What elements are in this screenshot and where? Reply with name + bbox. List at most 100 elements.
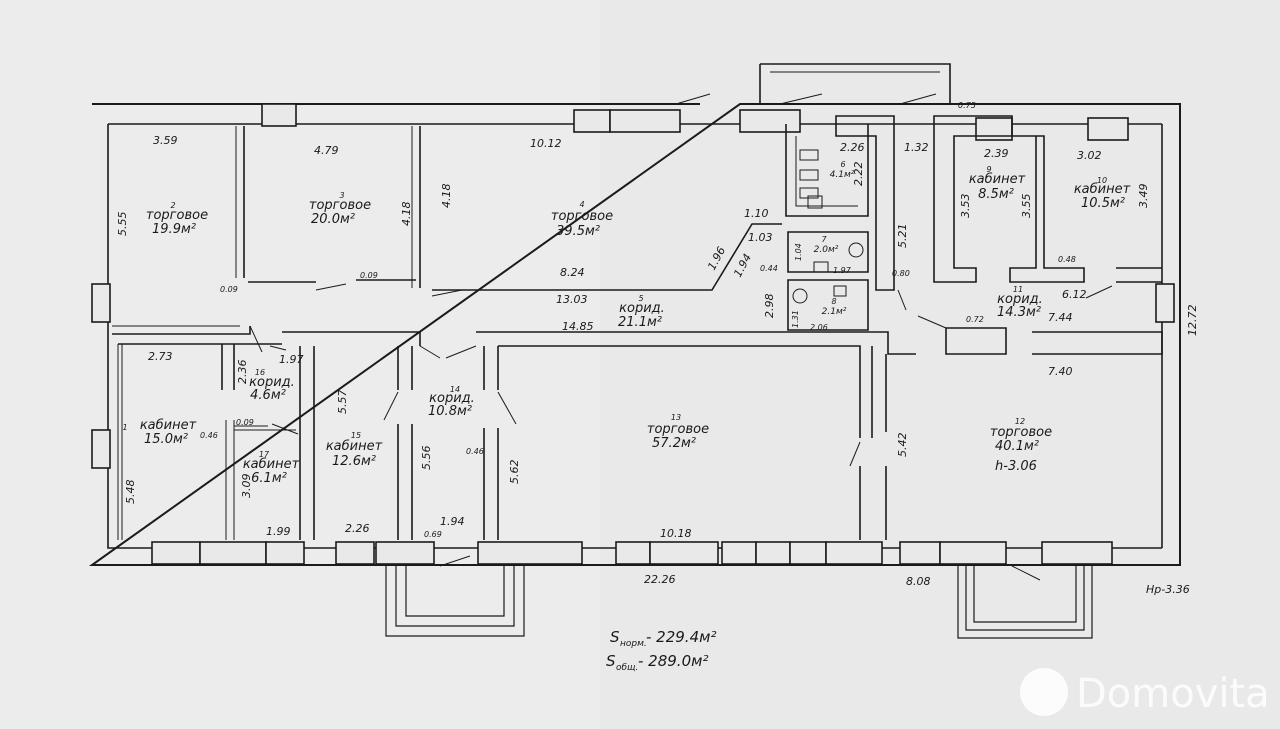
room-17: 17 кабинет 6.1м² [243,450,300,486]
room-number: 14 [450,385,460,394]
dimension: 5.48 [124,480,137,505]
room-16: 16 корид. 4.6м² [249,368,295,403]
dimension: 0.80 [892,269,910,278]
room-number: 1 [122,423,127,432]
room-area: 39.5м² [556,224,600,239]
dimension: 4.18 [440,184,453,209]
dimension-labels: 3.59 4.79 10.12 2.26 1.32 0.75 2.39 3.02… [116,101,1199,588]
dimension: 22.26 [644,573,676,586]
dimension: 0.69 [424,530,442,539]
dimension: 10.12 [530,137,562,150]
dimension: 2.36 [236,360,249,385]
dimension: 2.26 [345,522,370,535]
room-6: 6 4.1м² [830,160,855,180]
dimension: 3.09 [240,474,253,499]
room-8: 8 2.1м² [822,297,847,317]
dimension: 13.03 [556,293,588,306]
room-name: торговое [146,208,208,223]
living-area-symbol: S [610,628,620,646]
room-number: 3 [339,191,344,200]
room-area: 12.6м² [332,454,376,469]
dimension: 0.09 [360,271,378,280]
dimension: 3.49 [1137,184,1150,209]
room-number: 7 [821,235,827,244]
room-name: корид. [429,391,475,406]
living-area-subscript: норм. [620,639,647,649]
dimension: 0.48 [1058,255,1076,264]
dimension: 8.08 [906,575,931,588]
room-number: 17 [259,450,270,459]
dimension: 5.42 [896,433,909,458]
dimension: 5.62 [508,460,521,485]
dimension: 5.56 [420,446,433,471]
ceiling-height: h-3.06 [995,459,1037,474]
dimension: 0.46 [466,447,484,456]
room-12: 12 торговое 40.1м² h-3.06 [990,417,1052,474]
watermark: Domovita [1020,668,1270,717]
room-name: торговое [309,198,371,213]
dimension: 1.10 [744,207,769,220]
floor-height-note: Нр-3.36 [1146,583,1190,596]
dimension: 5.57 [336,390,349,415]
room-number: 9 [986,165,991,174]
room-area: 2.0м² [814,245,839,255]
room-area: 4.6м² [250,388,286,403]
room-number: 10 [1097,176,1107,185]
room-4: 4 торговое 39.5м² [551,200,613,239]
room-5: 5 корид. 21.1м² [618,294,665,330]
room-area: 4.1м² [830,170,855,180]
dimension: 6.12 [1062,288,1087,301]
room-name: кабинет [969,172,1026,187]
room-name: корид. [249,375,295,390]
watermark-text: Domovita [1076,671,1270,717]
room-11: 11 корид. 14.3м² [997,285,1043,320]
dimension: 7.40 [1048,365,1073,378]
dimension: 3.02 [1077,149,1102,162]
room-area: 20.0м² [311,212,355,227]
dimension: 0.75 [958,101,976,110]
dimension: 4.79 [314,144,339,157]
dimension: 12.72 [1186,305,1199,337]
dimension: 2.22 [852,162,865,187]
room-name: корид. [619,301,665,316]
room-1: 1 кабинет 15.0м² [122,418,196,447]
room-number: 5 [638,294,643,303]
room-number: 16 [255,368,265,377]
dimension: 1.31 [791,310,800,328]
room-area: 21.1м² [618,315,662,330]
room-15: 15 кабинет 12.6м² [326,431,383,469]
room-14: 14 корид. 10.8м² [428,385,475,419]
room-area: 10.5м² [1081,196,1125,211]
room-name: корид. [997,292,1043,307]
room-name: кабинет [1074,182,1131,197]
room-9: 9 кабинет 8.5м² [969,165,1026,202]
room-number: 4 [579,200,584,209]
dimension: 0.46 [200,431,218,440]
room-area: 57.2м² [652,436,696,451]
dimension: 0.09 [220,285,238,294]
room-name: торговое [551,209,613,224]
room-number: 11 [1013,285,1023,294]
dimension: 0.09 [236,418,254,427]
room-number: 2 [170,201,175,210]
dimension: 3.59 [153,134,178,147]
dimension: 5.55 [116,212,129,237]
dimension: 1.03 [748,231,773,244]
dimension: 0.44 [760,264,778,273]
total-area-subscript: общ. [616,663,638,673]
room-area: 14.3м² [997,305,1041,320]
dimension: 1.94 [440,515,465,528]
dimension: 3.55 [1020,194,1033,219]
room-7: 7 2.0м² [814,235,839,255]
dimension: 1.32 [904,141,929,154]
room-name: кабинет [326,439,383,454]
room-area: 10.8м² [428,404,472,419]
dimension: 2.06 [810,323,828,332]
room-name: кабинет [140,418,197,433]
area-summary: S норм. - 229.4м² S общ. - 289.0м² [606,628,716,673]
room-area: 2.1м² [822,307,847,317]
room-number: 13 [671,413,681,422]
dimension: 0.72 [966,315,984,324]
room-number: 15 [351,431,361,440]
